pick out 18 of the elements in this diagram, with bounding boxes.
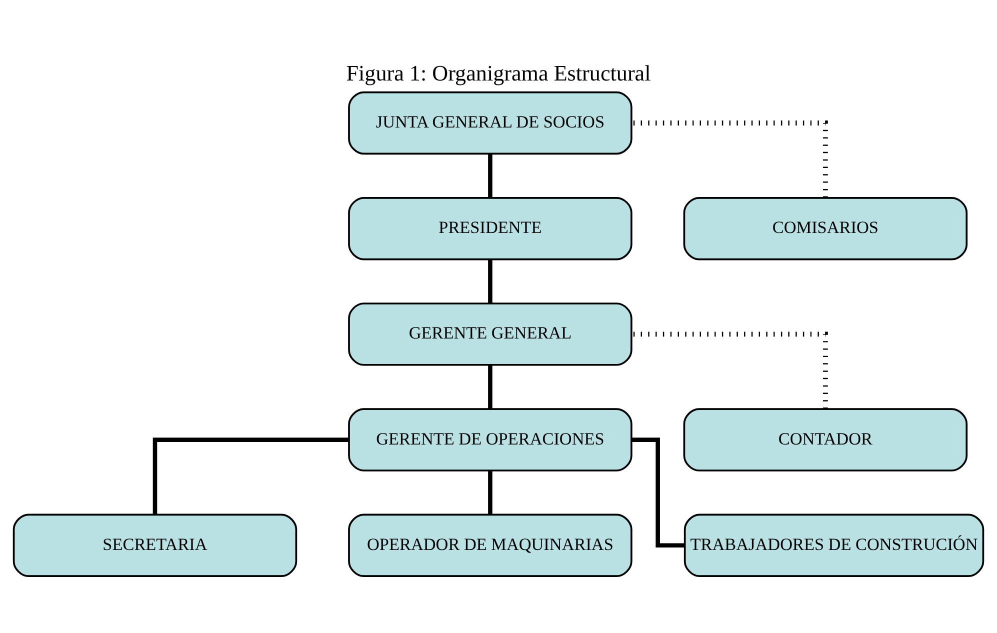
node-box: COMISARIOS	[683, 196, 968, 260]
connector	[632, 437, 685, 548]
node-box: GERENTE GENERAL	[348, 302, 632, 366]
node-box: GERENTE DE OPERACIONES	[348, 408, 632, 471]
connector	[488, 259, 492, 303]
node-box: CONTADOR	[683, 408, 968, 471]
connector	[488, 470, 492, 514]
node-box: PRESIDENTE	[348, 196, 632, 260]
node-box: OPERADOR DE MAQUINARIAS	[348, 513, 632, 576]
diagram-title: Figura 1: Organigrama Estructural	[346, 60, 651, 86]
node-box: JUNTA GENERAL DE SOCIOS	[348, 90, 632, 154]
node-box: SECRETARIA	[12, 513, 298, 576]
connector	[488, 364, 492, 408]
node-box: TRABAJADORES DE CONSTRUCIÓN	[684, 513, 984, 576]
connector	[488, 154, 492, 198]
connector	[152, 437, 349, 514]
connector	[632, 331, 828, 408]
connector	[632, 120, 828, 197]
